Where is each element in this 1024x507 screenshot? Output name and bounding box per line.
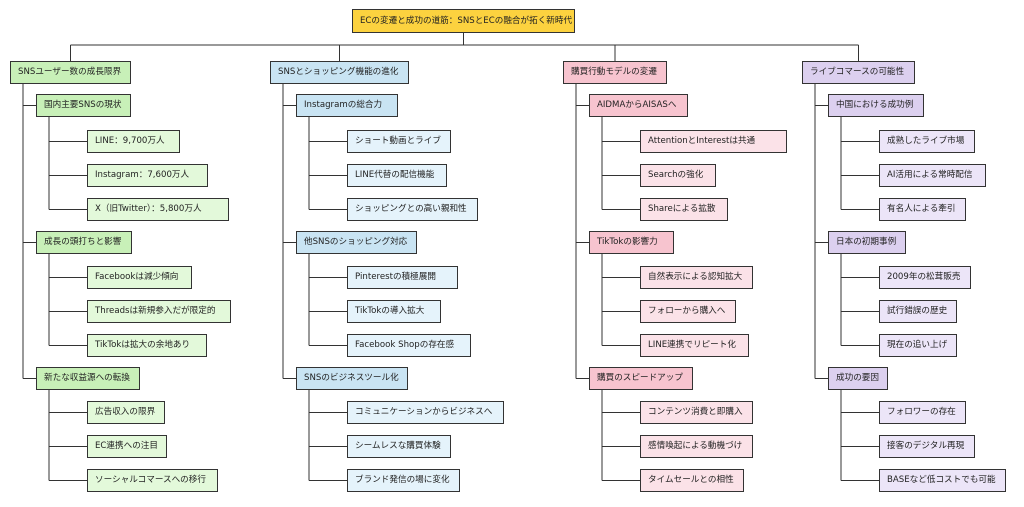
leaf-node: BASEなど低コストでも可能 <box>879 469 1006 492</box>
branch-node: 購買行動モデルの変遷 <box>563 61 667 84</box>
leaf-node: 感情喚起による動機づけ <box>640 435 753 458</box>
leaf-node: Searchの強化 <box>640 164 716 187</box>
leaf-node: タイムセールとの相性 <box>640 469 744 492</box>
leaf-node: 接客のデジタル再現 <box>879 435 975 458</box>
leaf-node: フォローから購入へ <box>640 300 736 323</box>
subtopic-node: AIDMAからAISASへ <box>589 94 688 117</box>
leaf-node: Instagram：7,600万人 <box>87 164 208 187</box>
leaf-node: AttentionとInterestは共通 <box>640 130 787 153</box>
leaf-node: ショッピングとの高い親和性 <box>347 198 478 221</box>
subtopic-node: SNSのビジネスツール化 <box>296 367 408 390</box>
subtopic-node: 成長の頭打ちと影響 <box>36 231 132 254</box>
leaf-node: X（旧Twitter）：5,800万人 <box>87 198 229 221</box>
subtopic-node: 他SNSのショッピング対応 <box>296 231 417 254</box>
subtopic-node: 新たな収益源への転換 <box>36 367 140 390</box>
leaf-node: Threadsは新規参入だが限定的 <box>87 300 231 323</box>
branch-node: SNSユーザー数の成長限界 <box>10 61 131 84</box>
leaf-node: 2009年の松茸販売 <box>879 266 971 289</box>
leaf-node: EC連携への注目 <box>87 435 167 458</box>
leaf-node: TikTokは拡大の余地あり <box>87 334 207 357</box>
subtopic-node: 中国における成功例 <box>828 94 924 117</box>
leaf-node: コンテンツ消費と即購入 <box>640 401 753 424</box>
leaf-node: 有名人による牽引 <box>879 198 966 221</box>
leaf-node: フォロワーの存在 <box>879 401 966 424</box>
leaf-node: ショート動画とライブ <box>347 130 451 153</box>
leaf-node: Pinterestの積極展開 <box>347 266 458 289</box>
subtopic-node: TikTokの影響力 <box>589 231 674 254</box>
subtopic-node: 国内主要SNSの現状 <box>36 94 131 117</box>
leaf-node: 現在の追い上げ <box>879 334 957 357</box>
branch-node: ライブコマースの可能性 <box>802 61 915 84</box>
subtopic-node: 日本の初期事例 <box>828 231 906 254</box>
leaf-node: コミュニケーションからビジネスへ <box>347 401 504 424</box>
leaf-node: AI活用による常時配信 <box>879 164 986 187</box>
leaf-node: 広告収入の限界 <box>87 401 165 424</box>
leaf-node: LINE：9,700万人 <box>87 130 180 153</box>
leaf-node: ソーシャルコマースへの移行 <box>87 469 218 492</box>
leaf-node: LINE連携でリピート化 <box>640 334 749 357</box>
leaf-node: Facebookは減少傾向 <box>87 266 192 289</box>
subtopic-node: 成功の要因 <box>828 367 888 390</box>
leaf-node: Facebook Shopの存在感 <box>347 334 471 357</box>
subtopic-node: 購買のスピードアップ <box>589 367 693 390</box>
leaf-node: シームレスな購買体験 <box>347 435 451 458</box>
root-node: ECの変遷と成功の道筋：SNSとECの融合が拓く新時代 <box>352 9 575 33</box>
leaf-node: LINE代替の配信機能 <box>347 164 447 187</box>
leaf-node: ブランド発信の場に変化 <box>347 469 460 492</box>
leaf-node: 自然表示による認知拡大 <box>640 266 753 289</box>
branch-node: SNSとショッピング機能の進化 <box>270 61 409 84</box>
leaf-node: Shareによる拡散 <box>640 198 728 221</box>
leaf-node: 試行錯誤の歴史 <box>879 300 957 323</box>
leaf-node: 成熟したライブ市場 <box>879 130 975 153</box>
subtopic-node: Instagramの総合力 <box>296 94 398 117</box>
leaf-node: TikTokの導入拡大 <box>347 300 441 323</box>
